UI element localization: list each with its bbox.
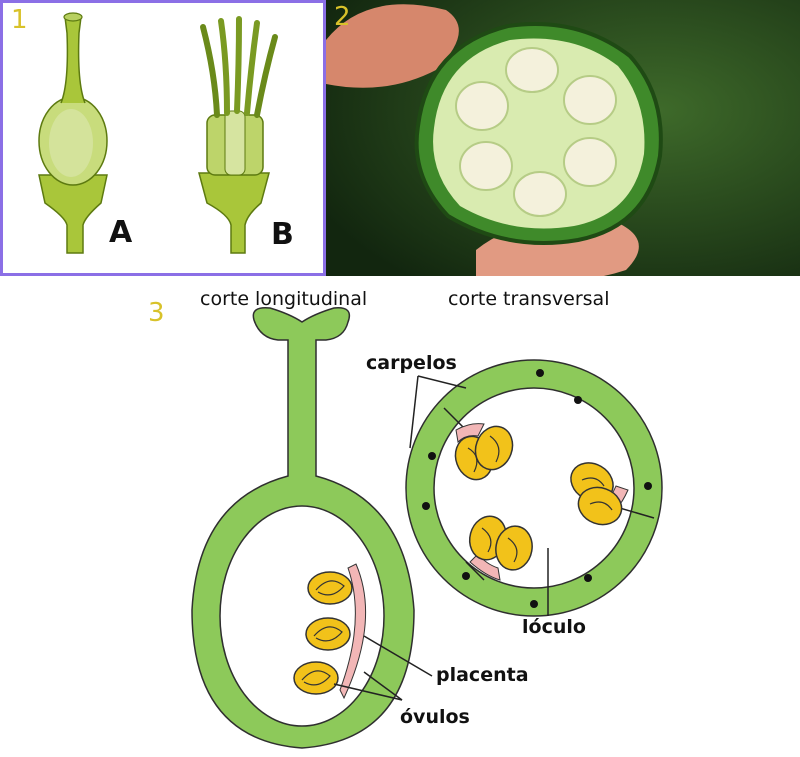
flower-label-b: B [271,217,294,252]
ovule [495,525,533,571]
leader-lines [333,375,549,701]
label-ovulos: óvulos [400,706,470,728]
transversal-section-title: corte transversal [448,288,610,310]
label-loculo: lóculo [522,616,586,638]
longitudinal-section-title: corte longitudinal [200,288,368,310]
ovule [305,617,351,651]
transversal-section [405,359,663,617]
longitudinal-section [191,307,415,749]
pistil-b-illustration [198,16,278,254]
ovule [474,425,514,471]
pistil-a-illustration [38,12,108,254]
panel-number-2: 2 [334,2,351,32]
label-placenta: placenta [436,664,529,686]
fruit-photo-illustration [326,0,800,276]
ovule [293,661,339,695]
panel-3-ovary-sections: 3 corte longitudinal corte transversal [0,280,800,757]
panel-2-fruit-photo: 2 [326,0,800,276]
panel-number-3: 3 [148,298,165,328]
panel-1-pistil-illustrations: 1 A B [0,0,326,276]
ovary-sections-svg [191,307,663,749]
flower-label-a: A [109,215,133,250]
pistil-illustrations-svg [38,12,278,254]
ovule [577,486,623,526]
ovule [307,571,353,605]
label-carpelos: carpelos [366,352,457,374]
panel-number-1: 1 [11,5,28,35]
